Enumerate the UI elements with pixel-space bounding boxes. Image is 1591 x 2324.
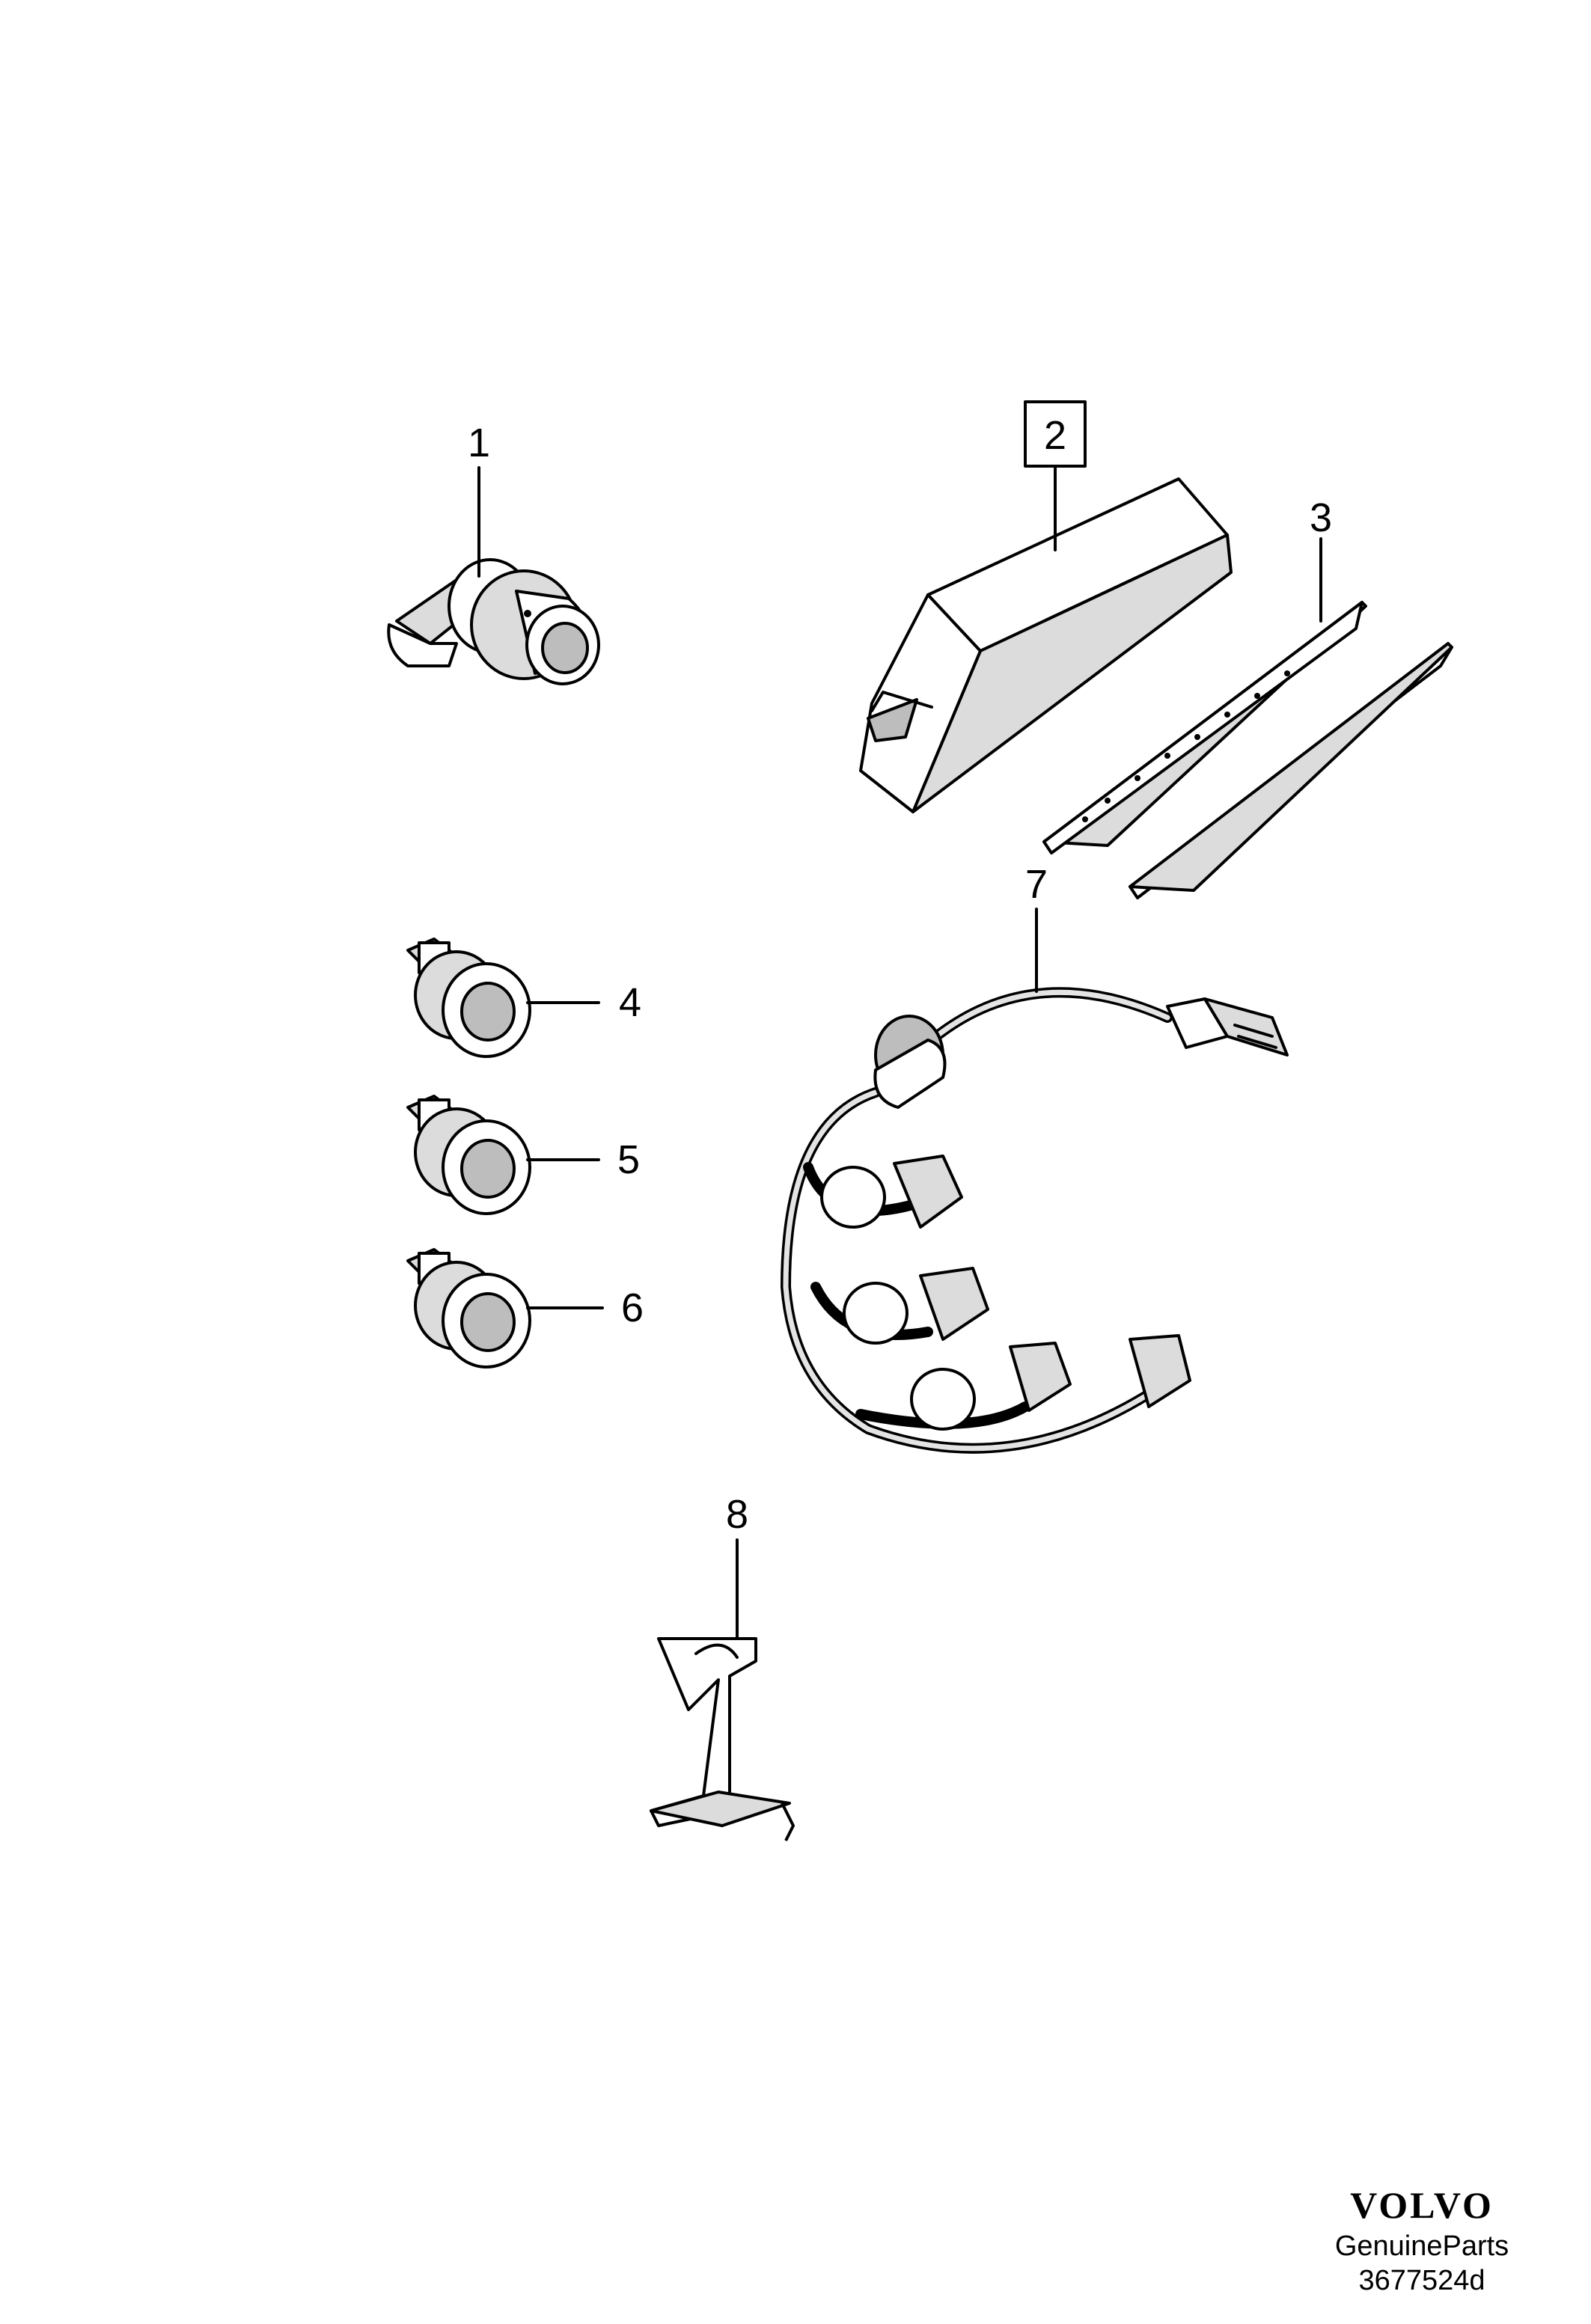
callout-3: 3 [1310, 495, 1332, 540]
part-6-sensor-holder [406, 1248, 531, 1369]
callout-5: 5 [617, 1137, 640, 1182]
part-8-cable-clip [650, 1637, 795, 1841]
callout-6: 6 [621, 1285, 644, 1330]
part-1-parking-sensor [387, 558, 600, 685]
callout-2-box [1024, 400, 1087, 468]
part-2-control-module [859, 477, 1233, 813]
part-4-sensor-holder [406, 938, 531, 1058]
diagram-code: 3677524d [1358, 2265, 1485, 2296]
callout-8: 8 [726, 1492, 748, 1537]
callout-2: 2 [1044, 413, 1066, 458]
callout-7: 7 [1025, 862, 1048, 907]
genuine-parts-label: GenuineParts [1335, 2230, 1509, 2262]
callout-1: 1 [468, 421, 490, 465]
part-5-sensor-holder [406, 1095, 531, 1215]
volvo-logo-text: VOLVO [1350, 2184, 1494, 2226]
callout-4: 4 [619, 980, 641, 1025]
part-7-wiring-harness [780, 987, 1289, 1454]
part-3-adhesive-pads [1042, 601, 1453, 899]
